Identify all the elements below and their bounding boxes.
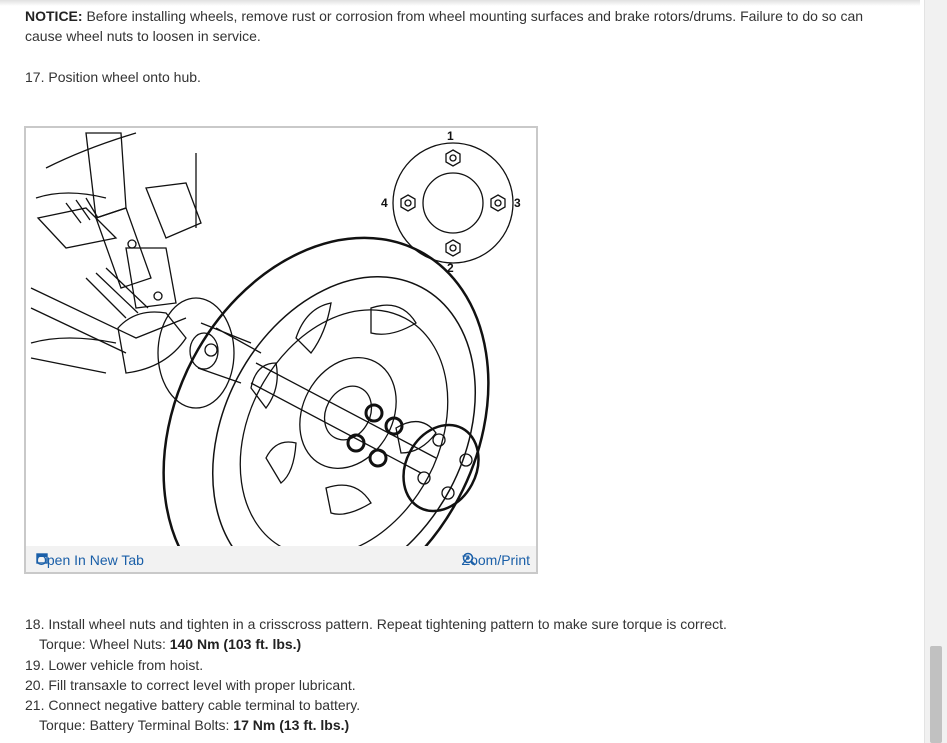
step-21: 21. Connect negative battery cable termi… bbox=[25, 697, 361, 714]
torque-label: Torque: Battery Terminal Bolts: bbox=[39, 717, 234, 734]
zoom-print-label: Zoom/Print bbox=[461, 552, 530, 568]
step-21-torque: Torque: Battery Terminal Bolts: 17 Nm (1… bbox=[25, 715, 727, 735]
torque-label: Torque: Wheel Nuts: bbox=[39, 636, 170, 653]
step-18: 18. Install wheel nuts and tighten in a … bbox=[25, 616, 727, 632]
wheel-installation-figure[interactable]: 1 2 3 4 Open In New Tab Zoom/Print bbox=[24, 126, 538, 574]
lug-number-2: 2 bbox=[447, 261, 454, 275]
step-17: 17. Position wheel onto hub. bbox=[25, 69, 201, 85]
lug-number-3: 3 bbox=[514, 196, 521, 210]
torque-value: 140 Nm (103 ft. lbs.) bbox=[169, 636, 302, 653]
open-in-new-tab-icon bbox=[36, 553, 48, 564]
step-19: 19. Lower vehicle from hoist. bbox=[25, 656, 204, 673]
lug-number-1: 1 bbox=[447, 129, 454, 143]
step-20: 20. Fill transaxle to correct level with… bbox=[25, 676, 356, 693]
zoom-in-icon bbox=[462, 552, 476, 566]
step-18-torque: Torque: Wheel Nuts: 140 Nm (103 ft. lbs.… bbox=[25, 634, 727, 654]
top-shadow bbox=[0, 0, 920, 6]
open-in-new-tab-link[interactable]: Open In New Tab bbox=[36, 552, 144, 568]
figure-toolbar: Open In New Tab Zoom/Print bbox=[26, 546, 536, 572]
notice-label: NOTICE: bbox=[25, 8, 83, 24]
zoom-print-link[interactable]: Zoom/Print bbox=[462, 552, 530, 568]
torque-value: 17 Nm (13 ft. lbs.) bbox=[233, 717, 350, 734]
scrollbar-thumb[interactable] bbox=[930, 646, 942, 743]
wheel-diagram: 1 2 3 4 bbox=[30, 129, 521, 548]
steps-list: 18. Install wheel nuts and tighten in a … bbox=[25, 614, 727, 736]
notice-paragraph: NOTICE: Before installing wheels, remove… bbox=[25, 6, 895, 46]
open-in-new-tab-label: Open In New Tab bbox=[36, 552, 144, 568]
vertical-scrollbar[interactable] bbox=[924, 0, 947, 743]
notice-text: Before installing wheels, remove rust or… bbox=[25, 8, 864, 44]
lug-number-4: 4 bbox=[381, 196, 388, 210]
